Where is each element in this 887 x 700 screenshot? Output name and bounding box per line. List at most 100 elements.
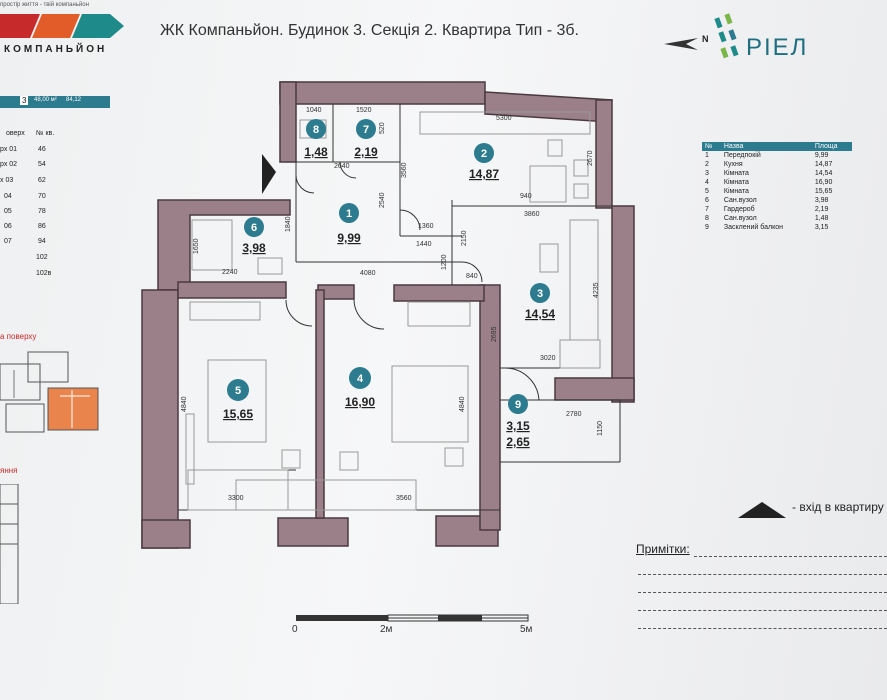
room-number: 6: [251, 222, 257, 234]
room-number: 7: [363, 124, 369, 136]
notes-line: [694, 556, 887, 557]
wall-right-upper: [595, 99, 613, 209]
dim-label: 3860: [524, 211, 540, 218]
summary-area: 48,00 м²: [34, 97, 57, 103]
floor-mini-plan: [0, 351, 99, 433]
dim-label: 3020: [540, 355, 556, 362]
wall-bottom-left: [141, 519, 191, 549]
floor-apt: 86: [38, 223, 46, 230]
floor-row: х 03: [0, 177, 14, 184]
wall-right: [611, 205, 635, 403]
dim-label: 1040: [306, 107, 322, 114]
floor-apt: 78: [38, 208, 46, 215]
floor-apt: 94: [38, 238, 46, 245]
wall-left: [141, 289, 179, 549]
dim-label: 4080: [360, 270, 376, 277]
section-caption: яння: [0, 466, 18, 475]
dim-label: 1520: [356, 107, 372, 114]
wall-balcony-bottom: [554, 377, 635, 401]
room-number: 4: [357, 373, 364, 385]
room-area: 9,99: [337, 231, 361, 245]
dim-label: 1840: [285, 216, 292, 232]
entrance-marker-icon: [262, 154, 276, 194]
dim-label: 1360: [418, 223, 434, 230]
room-area: 3,15: [506, 419, 530, 433]
north-arrow-icon: [664, 38, 698, 50]
room-area: 15,65: [223, 407, 253, 421]
room-badge-5: 5: [227, 379, 249, 401]
floor-apt: 62: [38, 177, 46, 184]
brand-logo-mark: [0, 14, 124, 38]
wall-partition-45: [315, 289, 325, 519]
notes-line: [638, 592, 887, 593]
notes-label: Примітки:: [636, 542, 690, 556]
dim-label: 3300: [228, 495, 244, 502]
entrance-legend-icon: [738, 502, 786, 518]
brand-tagline: простір життя - твій компаньйон: [0, 2, 89, 8]
legend-col-num: №: [702, 142, 721, 151]
brand-name: КОМПАНЬЙОН: [4, 44, 108, 55]
room-area: 16,90: [345, 395, 375, 409]
scale-label: 5м: [520, 624, 533, 635]
dim-label: 1650: [193, 238, 200, 254]
dim-label: 2240: [222, 269, 238, 276]
summary-rooms: 3: [20, 96, 29, 105]
wall-bathroom-left: [157, 199, 291, 291]
floor-row: 04: [4, 193, 12, 200]
room-number: 9: [515, 399, 521, 411]
dim-label: 840: [466, 273, 478, 280]
room-badge-3: 3: [530, 283, 550, 303]
legend-header: № Назва Площа: [702, 142, 852, 151]
dim-label: 2150: [461, 230, 468, 246]
floor-apt: 70: [38, 193, 46, 200]
developer-logo-mark: [714, 13, 739, 59]
dim-label: 4235: [593, 282, 600, 298]
wall-top-left: [279, 81, 486, 105]
dim-label: 4840: [181, 396, 188, 412]
room-number: 2: [481, 148, 487, 160]
dim-label: 1440: [416, 241, 432, 248]
room-badge-9: 9: [508, 394, 528, 414]
floors-col-floor: оверх: [6, 130, 25, 137]
section-mini-plan: [0, 484, 19, 604]
floor-apt: 46: [38, 146, 46, 153]
dim-label: 3560: [396, 495, 412, 502]
dim-label: 2780: [566, 411, 582, 418]
floor-plan-caption: а поверху: [0, 332, 37, 341]
floor-apt: 54: [38, 161, 46, 168]
room-badge-1: 1: [339, 203, 359, 223]
room-number: 1: [346, 208, 352, 220]
dim-label: 2670: [587, 150, 594, 166]
wall-left-upper: [279, 81, 297, 163]
summary-total: 84,12: [66, 97, 82, 103]
floor-apt: 102в: [36, 270, 52, 277]
wall-room5-top: [177, 281, 287, 299]
developer-logo: РІЕЛ: [746, 34, 809, 61]
floor-row: 07: [4, 238, 12, 245]
floors-col-apt: № кв.: [36, 130, 55, 137]
room-area: 14,87: [469, 167, 499, 181]
dim-label: 4840: [459, 396, 466, 412]
dim-label: 520: [379, 122, 386, 134]
room-badge-6: 6: [244, 217, 264, 237]
room-area: 2,19: [354, 145, 378, 159]
floor-apt: 102: [36, 254, 48, 261]
scale-label: 2м: [380, 624, 393, 635]
room-number: 5: [235, 385, 241, 397]
page-title: ЖК Компаньйон. Будинок 3. Секція 2. Квар…: [160, 22, 579, 39]
room-area: 14,54: [525, 307, 555, 321]
room-number: 3: [537, 288, 543, 300]
floor-row: 06: [4, 223, 12, 230]
north-label: N: [702, 34, 709, 44]
wall-right-lower: [479, 284, 501, 531]
